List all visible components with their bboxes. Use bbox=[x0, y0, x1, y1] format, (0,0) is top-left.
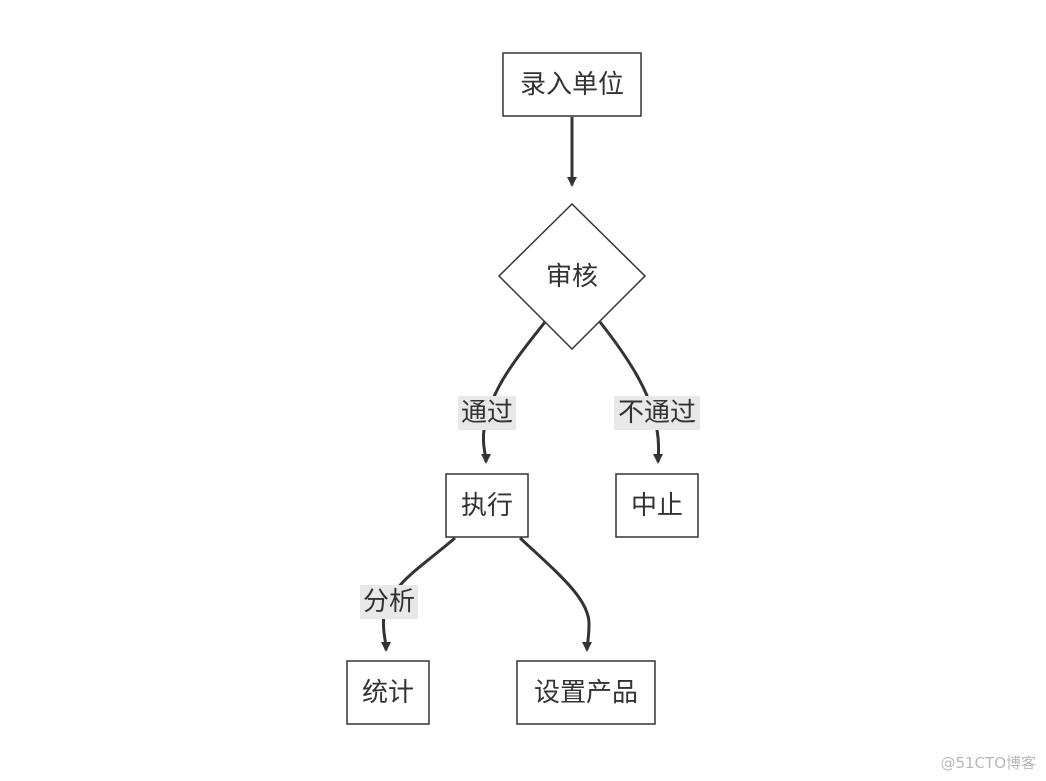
node-execute-label: 执行 bbox=[461, 491, 513, 521]
node-input-unit-label: 录入单位 bbox=[520, 70, 624, 100]
node-execute: 执行 bbox=[445, 473, 529, 538]
node-set-product: 设置产品 bbox=[516, 660, 656, 725]
watermark-text: @51CTO博客 bbox=[940, 754, 1036, 772]
node-statistics: 统计 bbox=[346, 660, 430, 725]
node-stop-label: 中止 bbox=[631, 491, 683, 521]
node-input-unit: 录入单位 bbox=[502, 52, 642, 117]
edge-label-pass-text: 通过 bbox=[461, 398, 513, 428]
edge-execute-to-set-product bbox=[518, 536, 593, 652]
edge-review-to-execute bbox=[480, 321, 547, 464]
node-review-label: 审核 bbox=[546, 262, 598, 292]
edge-label-fail-text: 不通过 bbox=[618, 398, 696, 428]
node-set-product-label: 设置产品 bbox=[534, 678, 638, 708]
edge-label-analyze: 分析 bbox=[360, 585, 418, 619]
node-review: 审核 bbox=[497, 202, 647, 351]
node-statistics-label: 统计 bbox=[362, 678, 414, 708]
edge-label-fail: 不通过 bbox=[614, 396, 700, 430]
edge-label-pass: 通过 bbox=[458, 396, 516, 430]
edge-review-to-stop bbox=[598, 321, 664, 464]
node-stop: 中止 bbox=[615, 473, 699, 538]
edge-label-analyze-text: 分析 bbox=[363, 587, 415, 617]
